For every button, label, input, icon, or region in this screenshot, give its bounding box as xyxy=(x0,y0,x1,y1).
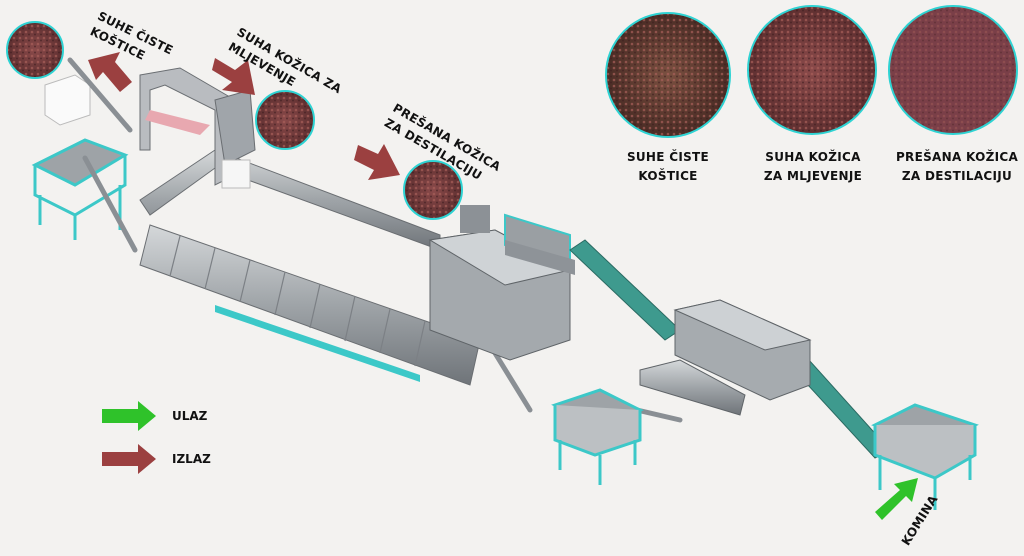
label-line: ZA DESTILACIJU xyxy=(901,169,1013,183)
legend-input-label: ULAZ xyxy=(172,409,208,423)
air-duct xyxy=(139,149,441,251)
sorting-station xyxy=(139,67,256,189)
output-arrow-seeds xyxy=(88,52,132,92)
label-line: SUHA KOŽICA xyxy=(765,150,861,164)
screw-conveyors xyxy=(67,57,683,423)
product-label-pressed: PREŠANA KOŽICA ZA DESTILACIJU xyxy=(890,148,1024,186)
output-arrow-pressed xyxy=(354,144,400,180)
press-machine xyxy=(428,205,575,361)
left-hopper xyxy=(31,138,129,240)
output-arrow-milling xyxy=(212,58,255,95)
input-arrow-komina xyxy=(875,478,918,520)
legend-output-arrow xyxy=(102,444,156,474)
label-line: PREŠANA KOŽICA xyxy=(895,150,1019,164)
legend-input-arrow xyxy=(102,401,156,431)
legend-output-label: IZLAZ xyxy=(172,452,211,466)
product-label-milling: SUHA KOŽICA ZA MLJEVENJE xyxy=(750,148,876,186)
bins xyxy=(551,388,979,510)
white-collection-box xyxy=(44,74,91,126)
washer-unit xyxy=(639,299,812,416)
rotary-drum-dryer xyxy=(139,224,481,386)
label-line: SUHE ČISTE xyxy=(626,150,710,164)
label-line: KOŠTICE xyxy=(638,169,698,183)
label-line: ZA MLJEVENJE xyxy=(763,169,863,183)
output-arrows xyxy=(88,52,400,474)
input-arrows xyxy=(102,401,918,520)
product-label-seeds: SUHE ČISTE KOŠTICE xyxy=(610,148,726,186)
